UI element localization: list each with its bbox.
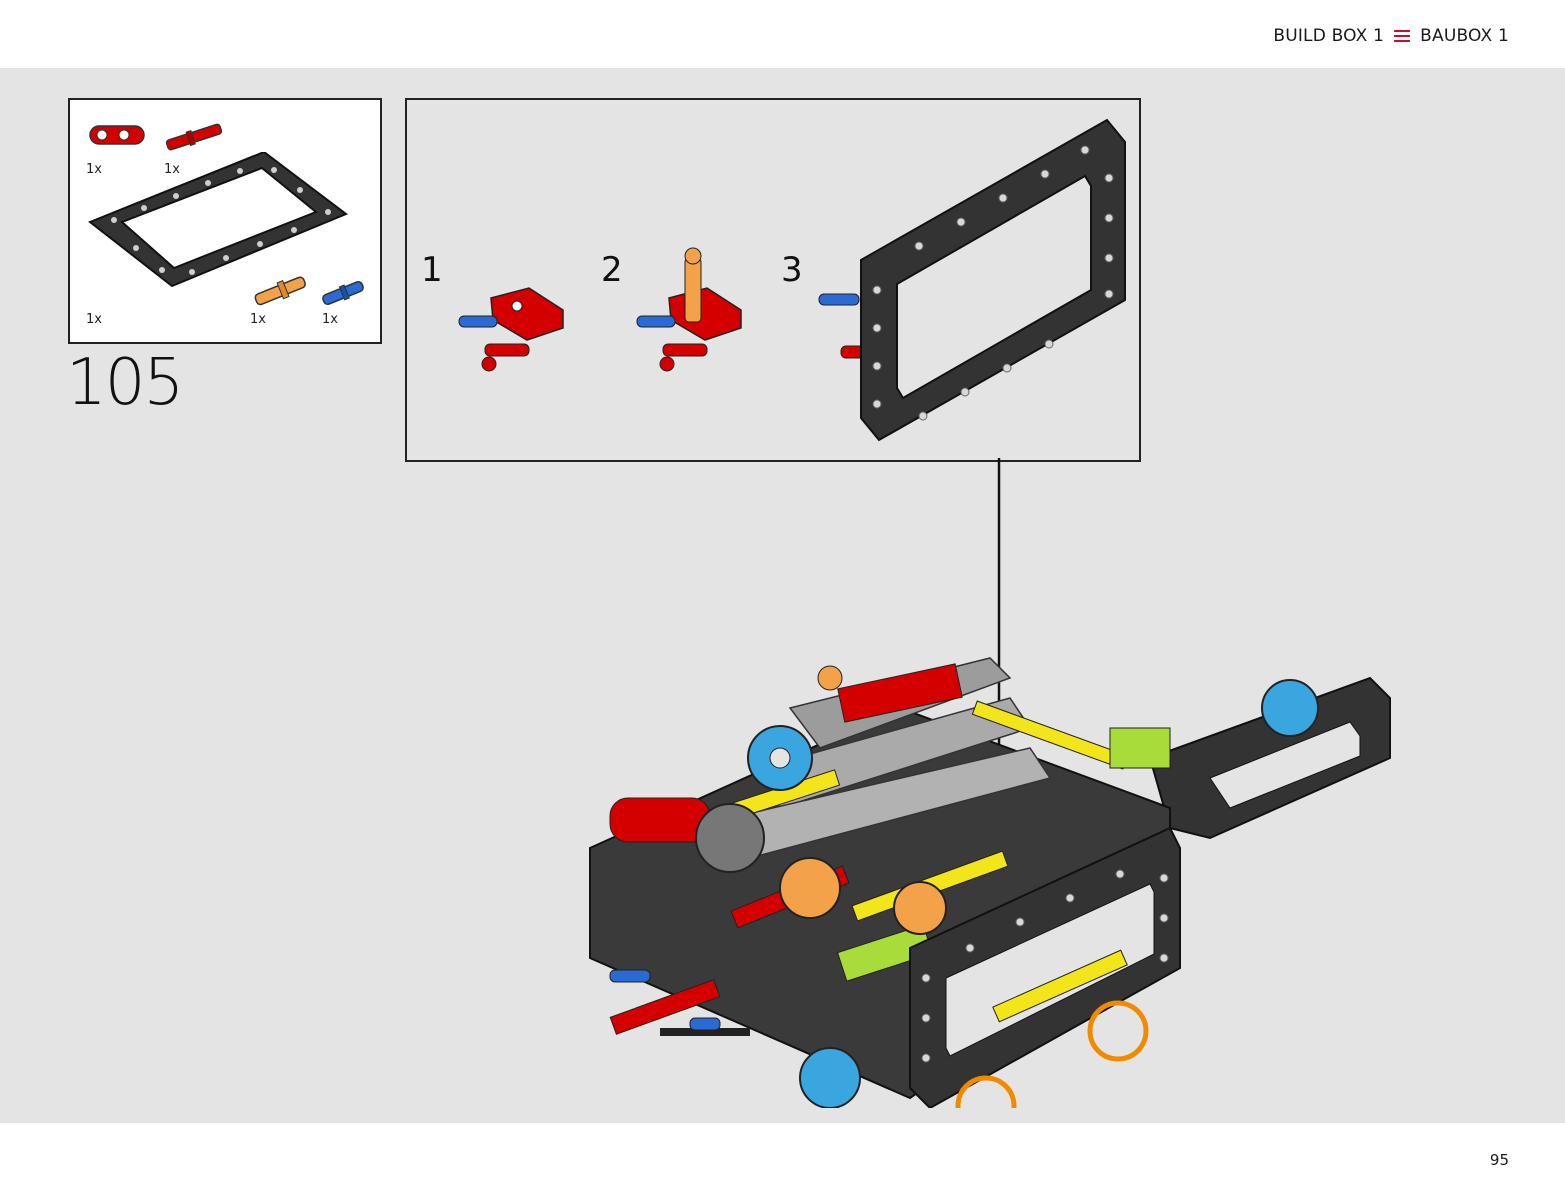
sub-step-2-illustration bbox=[636, 247, 742, 372]
sub-step-2-label: 2 bbox=[601, 250, 623, 290]
part-blue-pin-icon bbox=[322, 280, 364, 306]
part-qty: 1x bbox=[86, 312, 102, 327]
part-orange-pin-icon bbox=[254, 276, 306, 306]
menu-bars-icon bbox=[1394, 30, 1411, 42]
step-number: 105 bbox=[66, 346, 184, 420]
sub-step-1-label: 1 bbox=[421, 250, 443, 290]
build-box-de: BAUBOX 1 bbox=[1420, 26, 1509, 46]
build-box-en: BUILD BOX 1 bbox=[1273, 26, 1385, 46]
part-red-connector-icon bbox=[89, 125, 145, 145]
part-qty: 1x bbox=[322, 312, 338, 327]
sub-assembly-callout: 1 2 3 bbox=[405, 98, 1141, 462]
part-red-axle-pin-icon bbox=[165, 123, 223, 151]
sub-step-3-label: 3 bbox=[781, 250, 803, 290]
instruction-canvas: 1x 1x 1x bbox=[0, 68, 1565, 1123]
part-qty: 1x bbox=[86, 162, 102, 177]
main-assembly-illustration bbox=[589, 657, 1391, 1108]
page-footer: 95 bbox=[0, 1123, 1565, 1191]
page-header: BUILD BOX 1 BAUBOX 1 bbox=[0, 0, 1565, 68]
part-qty: 1x bbox=[164, 162, 180, 177]
page-number: 95 bbox=[1489, 1151, 1509, 1169]
sub-step-1-illustration bbox=[458, 287, 564, 372]
sub-step-3-illustration bbox=[818, 118, 1126, 442]
build-box-label: BUILD BOX 1 BAUBOX 1 bbox=[1273, 26, 1509, 46]
parts-list-box: 1x 1x 1x bbox=[68, 98, 382, 344]
part-qty: 1x bbox=[250, 312, 266, 327]
part-black-frame-icon bbox=[88, 152, 348, 288]
